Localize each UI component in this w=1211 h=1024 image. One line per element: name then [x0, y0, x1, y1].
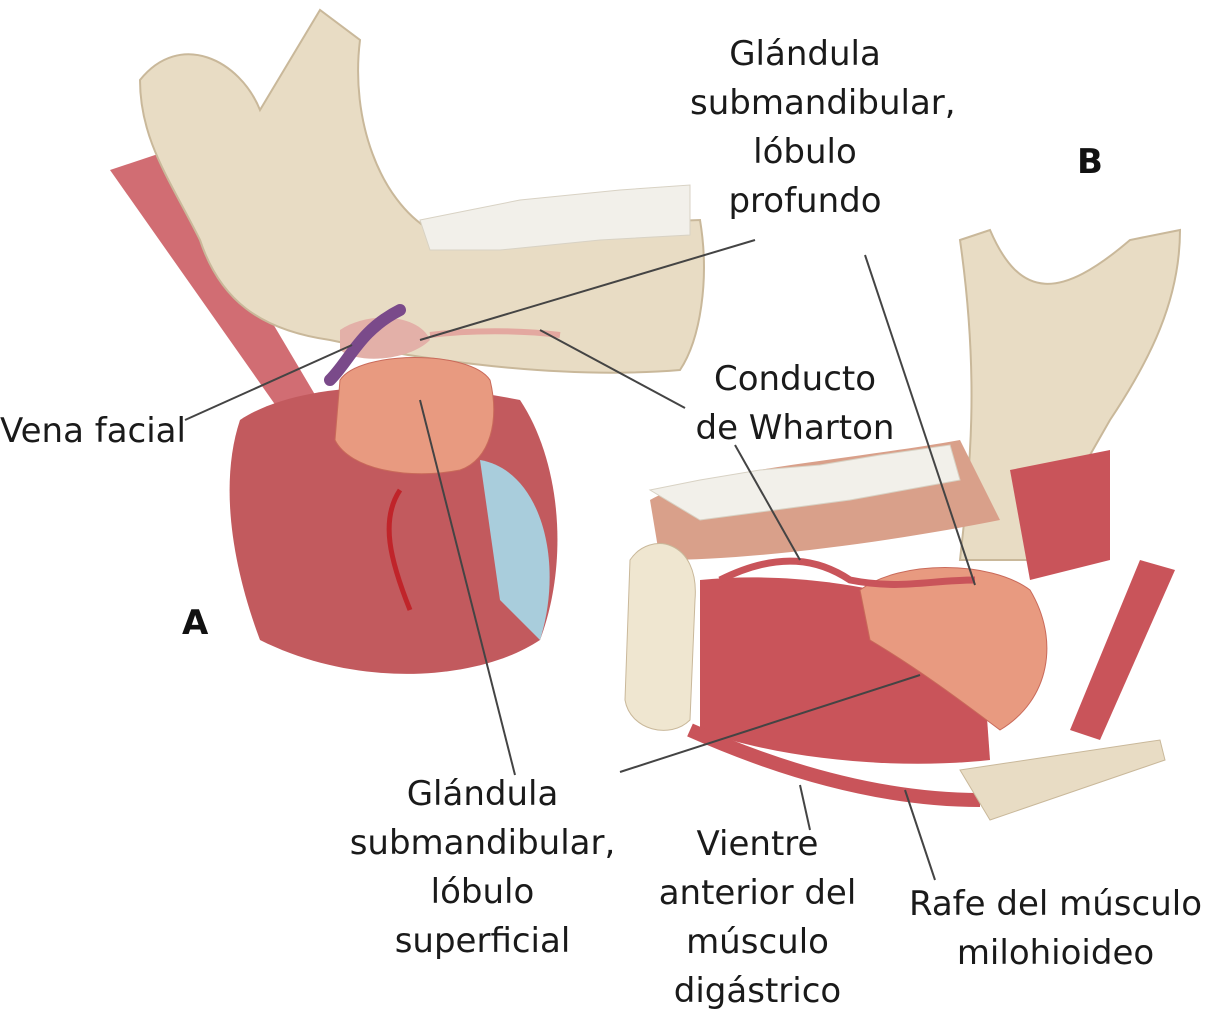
muscle-right-b — [1010, 450, 1110, 580]
leader-deep-a — [419, 239, 756, 341]
label-line: milohioideo — [956, 933, 1155, 973]
label-wharton-duct: Conducto de Wharton — [680, 355, 910, 453]
mandible-a — [138, 8, 705, 374]
fascia-a — [480, 460, 550, 640]
panel-b-illustration — [624, 228, 1182, 821]
label-line: anterior del — [658, 873, 857, 913]
leader-deep-b — [864, 254, 976, 586]
label-line: submandibular, — [349, 823, 616, 863]
label-mylohyoid-raphe: Rafe del músculo milohioideo — [900, 880, 1211, 978]
mandible-section-b — [624, 543, 696, 731]
digastric-b — [687, 723, 981, 807]
label-facial-vein: Vena facial — [0, 407, 186, 456]
label-line: submandibular, — [690, 83, 956, 123]
panel-label-a: A — [182, 603, 209, 643]
label-line: Conducto — [713, 359, 877, 399]
panel-a-illustration — [110, 8, 705, 674]
gland-b — [859, 567, 1048, 731]
leader-facial-vein — [184, 344, 353, 421]
hyoid-b — [959, 739, 1166, 821]
leader-superficial-b — [619, 674, 921, 773]
label-line: Glándula — [406, 774, 559, 814]
label-line: Vientre — [696, 824, 819, 864]
leader-raphe — [904, 789, 936, 881]
label-digastric: Vientre anterior del músculo digástrico — [650, 820, 865, 1016]
label-line: profundo — [728, 181, 882, 221]
label-line: de Wharton — [695, 408, 895, 448]
leader-superficial-a — [419, 399, 516, 776]
leader-digastric — [799, 784, 811, 831]
leader-wharton-b — [734, 444, 801, 561]
label-line: lóbulo — [753, 132, 857, 172]
teeth-a — [419, 184, 691, 251]
facial-artery-a — [386, 488, 413, 611]
leader-wharton-a — [539, 329, 686, 409]
label-line: digástrico — [673, 971, 842, 1011]
label-deep-lobe: Glándula submandibular, lóbulo profundo — [690, 30, 956, 226]
label-line: superficial — [394, 921, 571, 961]
wharton-duct-b — [718, 557, 976, 588]
leader-lines — [184, 239, 976, 881]
facial-vein-a — [324, 304, 406, 386]
label-line: músculo — [686, 922, 829, 962]
label-line: Rafe del músculo — [908, 884, 1203, 924]
panel-label-b: B — [1077, 142, 1103, 182]
teeth-b — [648, 444, 961, 521]
gland-superficial-a — [334, 357, 495, 475]
strap-muscle-b — [1070, 560, 1175, 740]
label-line: Vena facial — [0, 411, 186, 451]
label-superficial-lobe: Glándula submandibular, lóbulo superfici… — [345, 770, 620, 966]
label-line: Glándula — [729, 34, 881, 74]
neck-muscles-a — [110, 150, 330, 440]
label-line: lóbulo — [430, 872, 535, 912]
